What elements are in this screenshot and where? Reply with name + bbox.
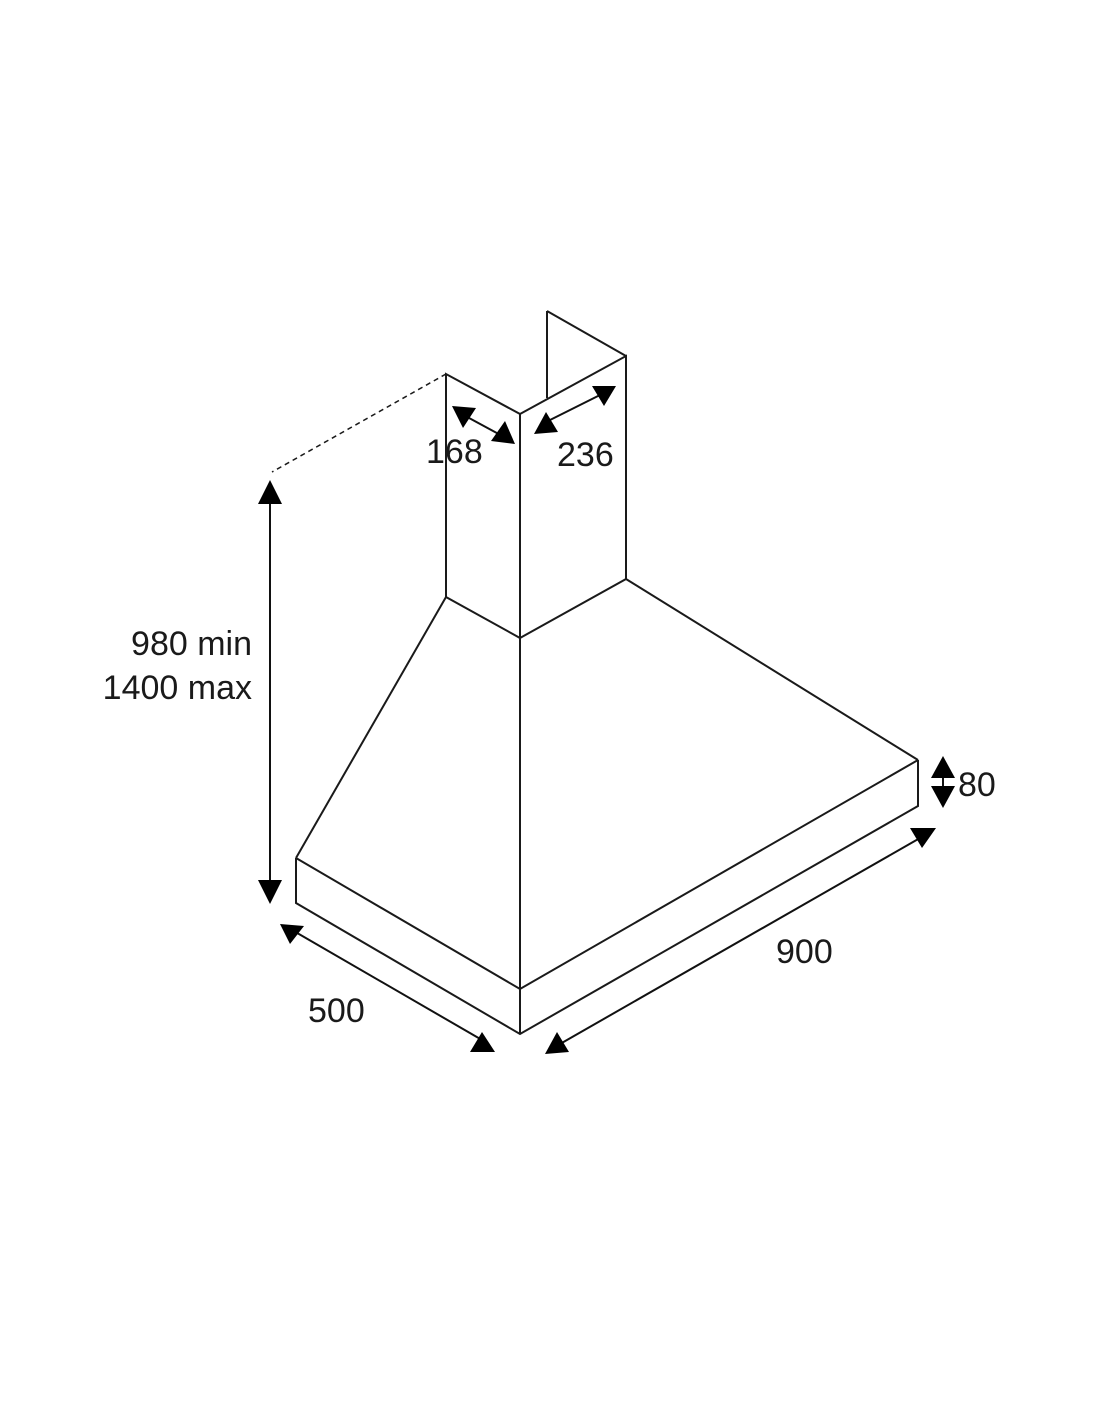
dimension-label-overall-width: 900 xyxy=(776,933,833,971)
arrowhead-icon xyxy=(470,1032,495,1052)
arrowhead-icon xyxy=(931,786,955,808)
dimension-rim-height: 80 xyxy=(931,756,996,808)
dimension-label-height-min: 980 min xyxy=(131,625,252,663)
dimension-chimney-depth: 168 xyxy=(426,406,515,471)
dimension-overall-height: 980 min 1400 max xyxy=(103,480,282,904)
chimney xyxy=(271,310,627,640)
dimension-overall-depth: 500 xyxy=(280,924,495,1052)
arrowhead-icon xyxy=(545,1032,569,1054)
arrowhead-icon xyxy=(280,924,304,944)
dimension-label-chimney-width: 236 xyxy=(557,436,614,474)
dimension-label-overall-depth: 500 xyxy=(308,992,365,1030)
chimney-back-edge xyxy=(546,310,627,398)
dimension-overall-width: 900 xyxy=(545,828,936,1054)
chimney-right-face xyxy=(519,354,627,639)
arrowhead-icon xyxy=(452,406,476,428)
arrowhead-icon xyxy=(931,756,955,778)
dimension-label-chimney-depth: 168 xyxy=(426,433,483,471)
ceiling-reference-line xyxy=(271,373,447,473)
arrowhead-icon xyxy=(491,421,515,444)
canopy xyxy=(295,578,919,1036)
dimension-label-rim-height: 80 xyxy=(958,766,996,804)
canopy-left-slope xyxy=(295,596,447,859)
arrowhead-icon xyxy=(258,880,282,904)
dimension-label-height-max: 1400 max xyxy=(103,669,252,707)
dimension-chimney-width: 236 xyxy=(534,386,616,474)
arrowhead-icon xyxy=(534,412,558,434)
arrowhead-icon xyxy=(258,480,282,504)
canopy-right-slope xyxy=(625,578,919,761)
arrowhead-icon xyxy=(910,828,936,848)
arrowhead-icon xyxy=(592,386,616,406)
canopy-top-rim xyxy=(295,759,919,991)
canopy-bottom-rim xyxy=(295,760,919,1036)
